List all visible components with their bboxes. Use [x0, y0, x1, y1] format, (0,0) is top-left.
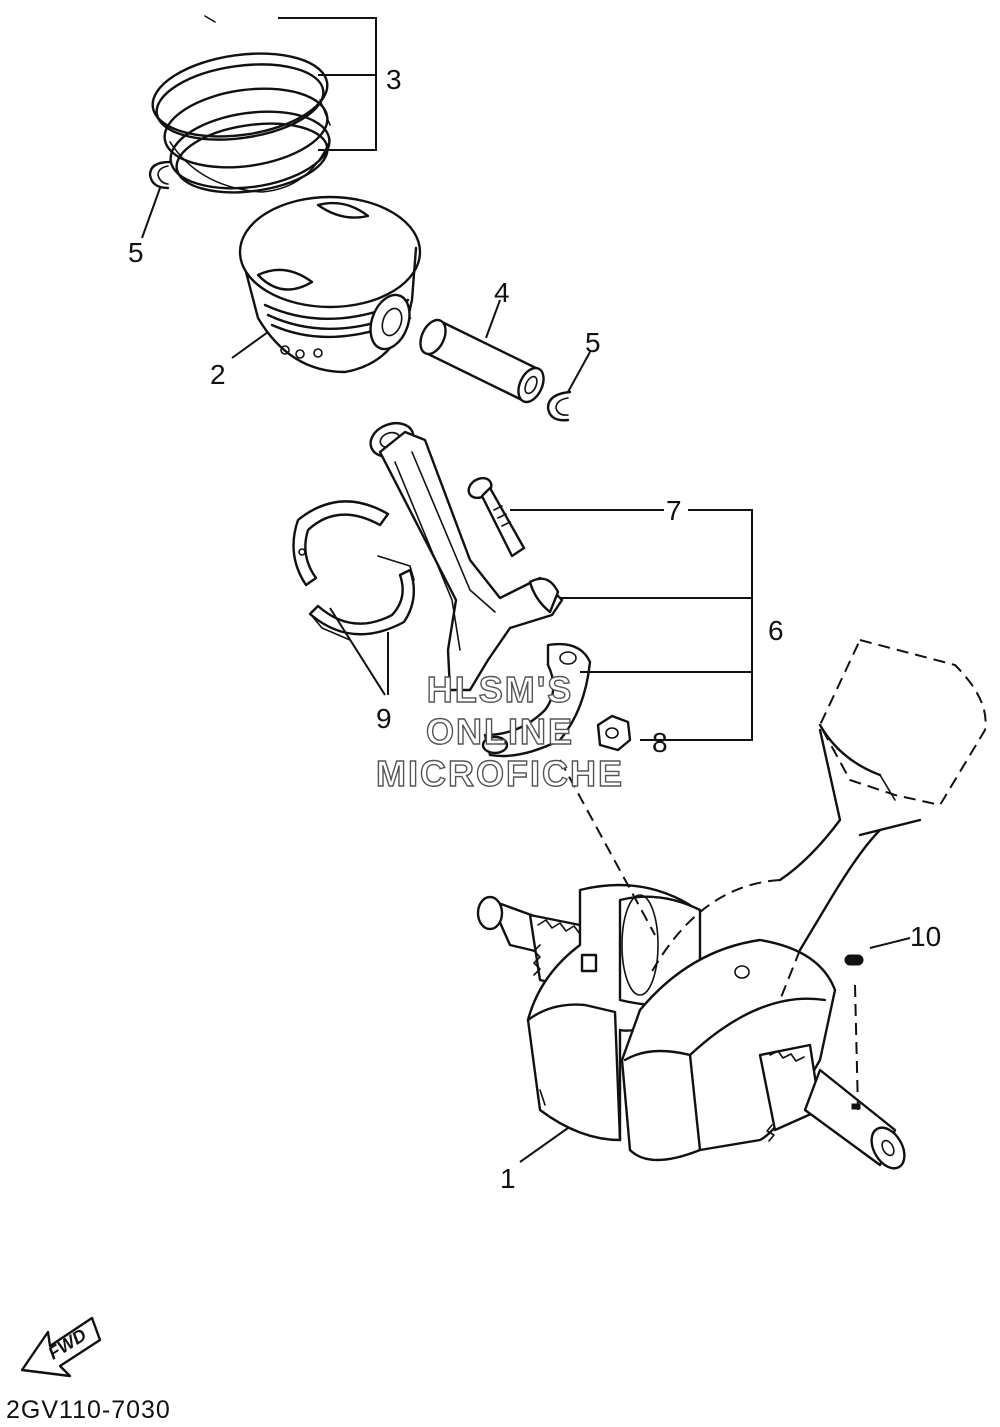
circlip-upper — [148, 160, 172, 190]
piston-pin — [419, 318, 545, 404]
callout-2: 2 — [210, 359, 226, 390]
callout-7: 7 — [666, 495, 682, 526]
fwd-arrow-icon: FWD — [20, 1316, 102, 1378]
callout-1: 1 — [500, 1163, 516, 1194]
leader-lines — [141, 17, 911, 1163]
crankshaft — [476, 883, 906, 1170]
circlip-lower — [546, 390, 572, 422]
watermark-line-1: HLSM'S — [427, 669, 574, 710]
con-rod-nut — [596, 714, 632, 752]
watermark-line-2: ONLINE — [426, 711, 574, 752]
callout-5-lower: 5 — [585, 327, 601, 358]
watermark-line-3: MICROFICHE — [376, 753, 624, 794]
callout-4: 4 — [494, 277, 510, 308]
callout-3: 3 — [386, 64, 402, 95]
callout-6: 6 — [768, 615, 784, 646]
callout-10: 10 — [910, 921, 941, 952]
callout-9: 9 — [376, 703, 392, 734]
callout-5-upper: 5 — [128, 237, 144, 268]
piston — [238, 195, 422, 374]
bearing-shells — [292, 500, 416, 641]
callout-8: 8 — [652, 727, 668, 758]
assembly-ghost — [559, 638, 987, 1111]
diagram-code: 2GV110-7030 — [6, 1396, 171, 1424]
con-rod-bolt — [467, 476, 526, 558]
connecting-rod — [369, 421, 592, 758]
piston-rings — [151, 15, 331, 194]
